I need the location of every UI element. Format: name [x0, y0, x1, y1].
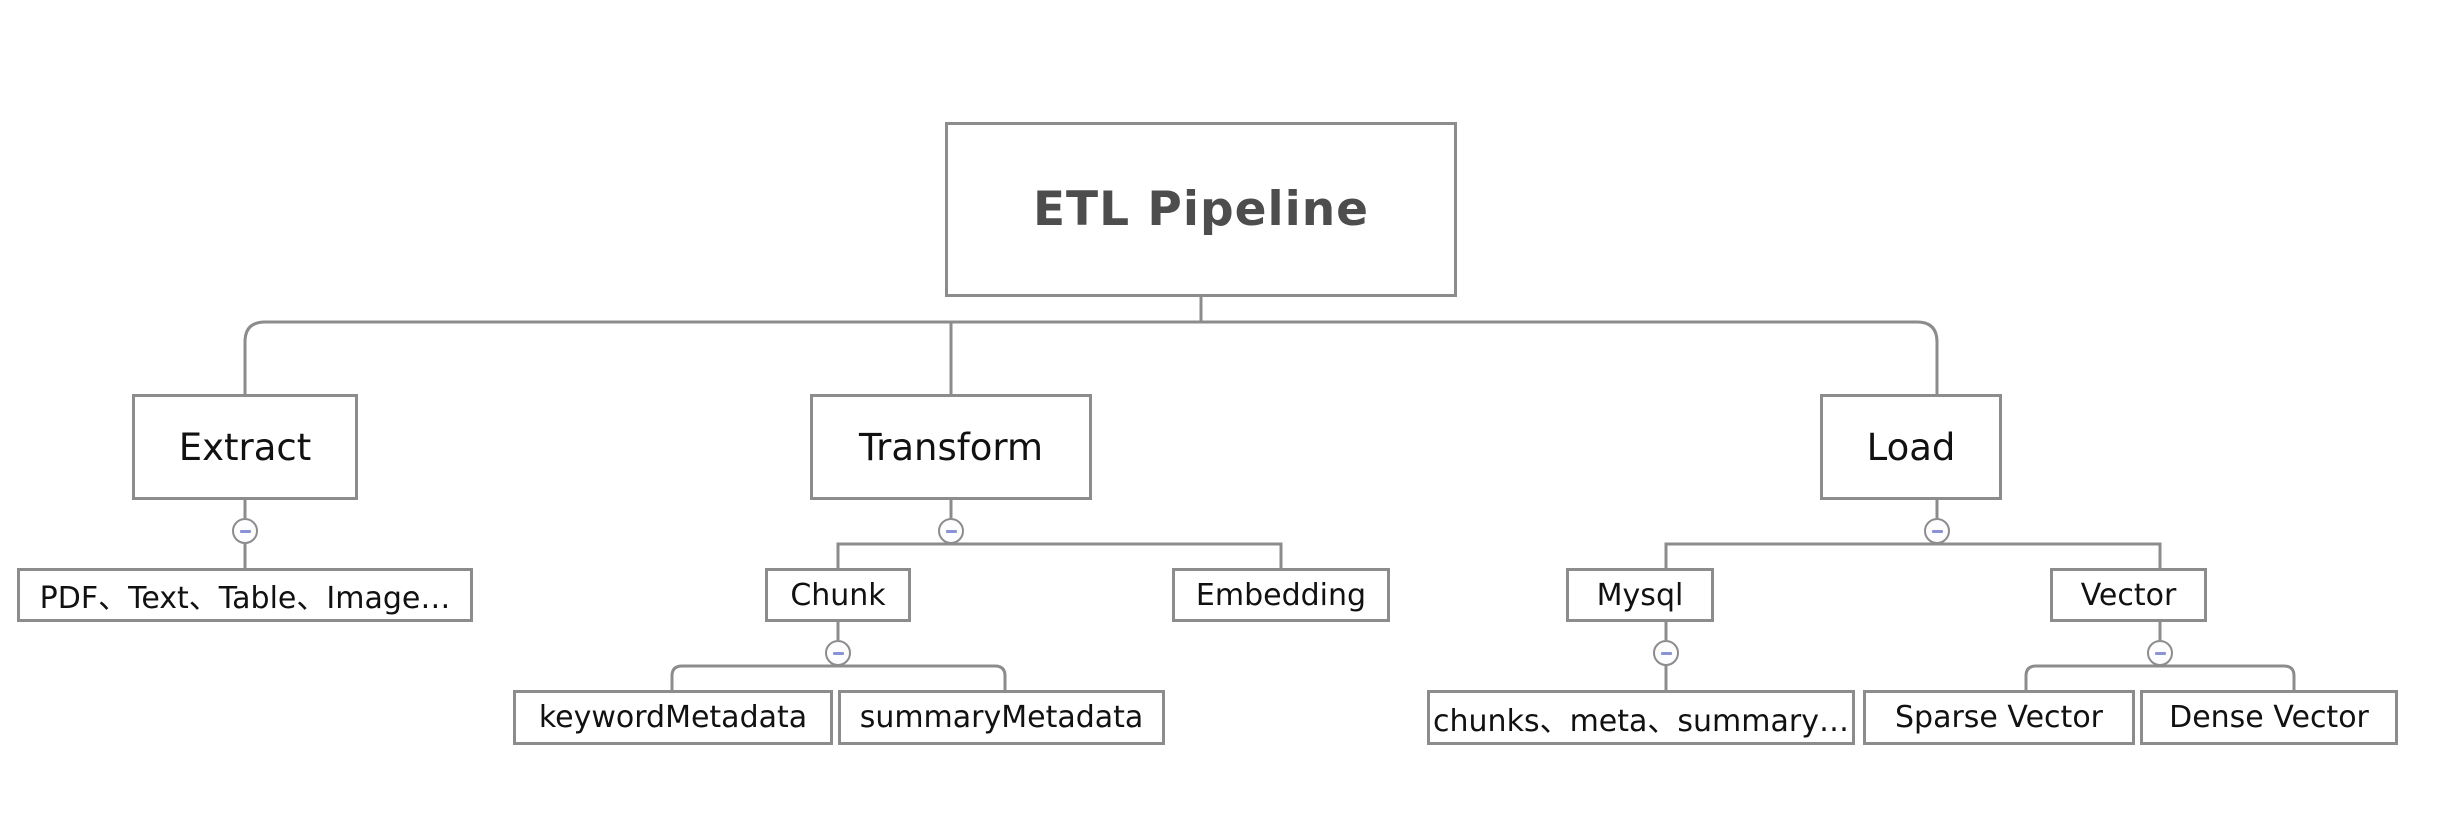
node-mysql-tables[interactable]: chunks、meta、summary… [1427, 690, 1855, 745]
node-label: PDF、Text、Table、Image… [39, 581, 451, 616]
node-chunk[interactable]: Chunk [765, 568, 911, 622]
node-vector[interactable]: Vector [2050, 568, 2207, 622]
node-transform[interactable]: Transform [810, 394, 1092, 500]
node-load[interactable]: Load [1820, 394, 2002, 500]
connector-bus-root [243, 320, 1939, 394]
minus-icon [2154, 651, 2166, 655]
toggle-load[interactable] [1924, 518, 1950, 544]
node-label: summaryMetadata [859, 700, 1144, 735]
toggle-mysql[interactable] [1653, 640, 1679, 666]
node-label: Embedding [1195, 577, 1367, 613]
node-label: Dense Vector [2169, 700, 2369, 735]
connector-load-bus [1664, 542, 2162, 568]
toggle-vector[interactable] [2147, 640, 2173, 666]
node-label: ETL Pipeline [1032, 182, 1370, 237]
minus-icon [239, 529, 251, 533]
toggle-chunk[interactable] [825, 640, 851, 666]
minus-icon [1931, 529, 1943, 533]
minus-icon [832, 651, 844, 655]
toggle-extract[interactable] [232, 518, 258, 544]
node-label: Extract [178, 425, 312, 469]
node-label: Transform [858, 425, 1044, 469]
node-summary-metadata[interactable]: summaryMetadata [838, 690, 1165, 745]
minus-icon [1660, 651, 1672, 655]
node-label: Chunk [790, 577, 886, 613]
node-extract-formats[interactable]: PDF、Text、Table、Image… [17, 568, 473, 622]
connector-chunk-bus [670, 664, 1007, 690]
node-label: chunks、meta、summary… [1433, 703, 1849, 739]
node-extract[interactable]: Extract [132, 394, 358, 500]
node-label: keywordMetadata [538, 700, 808, 735]
connector-vector-bus [2024, 664, 2296, 690]
node-sparse-vector[interactable]: Sparse Vector [1863, 690, 2135, 745]
node-embedding[interactable]: Embedding [1172, 568, 1390, 622]
node-etl-pipeline[interactable]: ETL Pipeline [945, 122, 1457, 297]
connector-transform-bus [836, 542, 1283, 568]
node-label: Sparse Vector [1894, 700, 2104, 735]
node-keyword-metadata[interactable]: keywordMetadata [513, 690, 833, 745]
node-label: Vector [2080, 577, 2177, 613]
node-dense-vector[interactable]: Dense Vector [2140, 690, 2398, 745]
node-label: Load [1866, 425, 1956, 469]
minus-icon [945, 529, 957, 533]
node-mysql[interactable]: Mysql [1566, 568, 1714, 622]
toggle-transform[interactable] [938, 518, 964, 544]
node-label: Mysql [1596, 577, 1684, 613]
